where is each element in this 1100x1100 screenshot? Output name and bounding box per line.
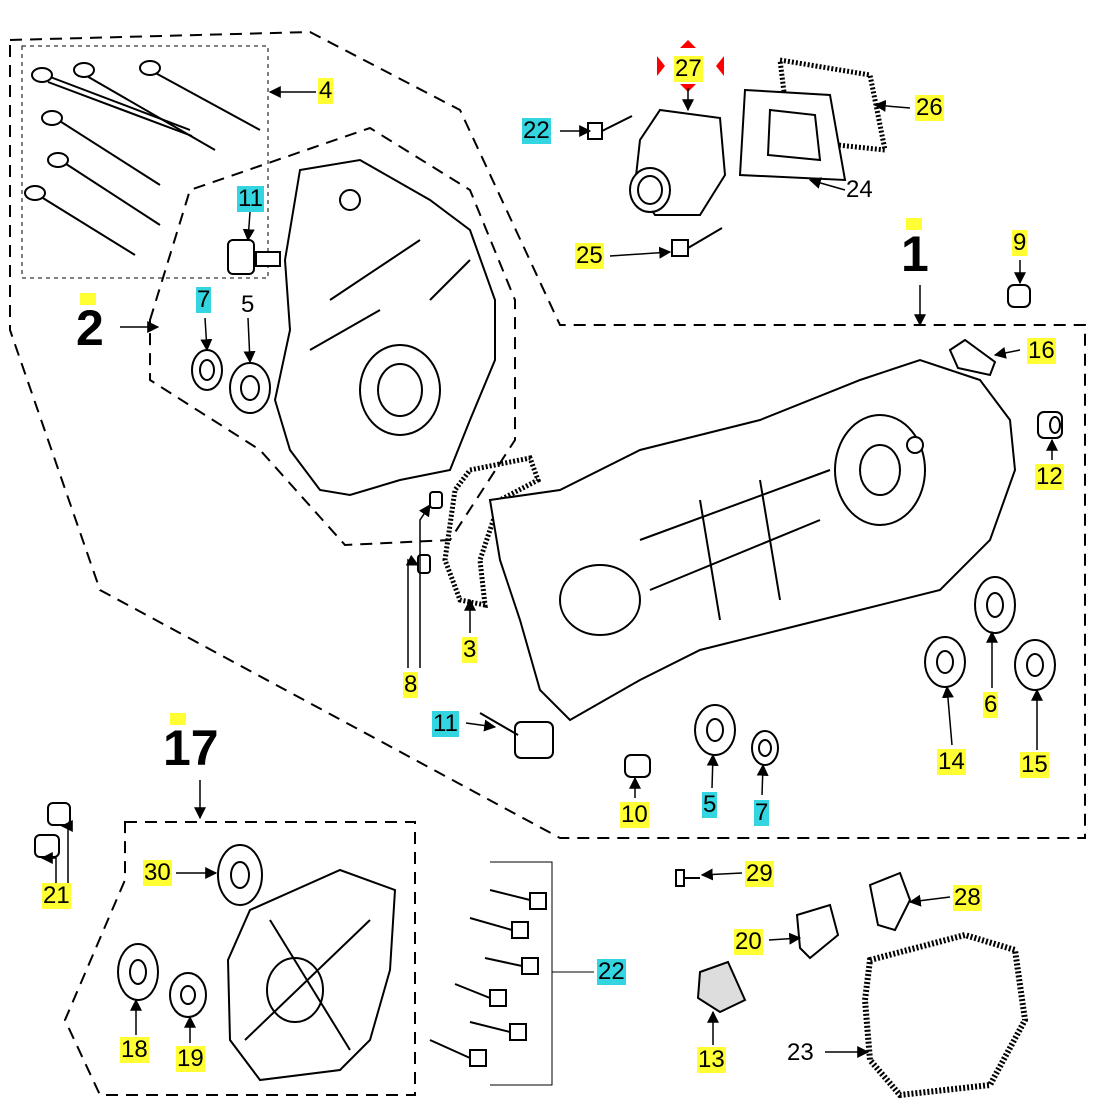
seal-ring-icon — [169, 972, 207, 1018]
callout-7-upper: 7 — [196, 286, 212, 313]
ball-bearing-icon — [924, 636, 966, 688]
crankcase-gasket-icon — [442, 455, 542, 609]
callout-23: 23 — [787, 1039, 814, 1066]
group-17-boundary — [63, 821, 416, 1096]
callout-26: 26 — [915, 94, 944, 121]
intake-gasket-icon — [777, 56, 889, 153]
callout-14: 14 — [937, 748, 966, 775]
ball-bearing-icon — [694, 704, 736, 756]
callout-28: 28 — [953, 884, 982, 911]
callout-22-lower: 22 — [597, 958, 626, 985]
callout-3: 3 — [462, 636, 478, 663]
ball-bearing-icon — [117, 943, 159, 1001]
callout-11-upper: 11 — [237, 185, 264, 212]
group-22-bracket — [490, 861, 594, 1086]
callout-22-upper: 22 — [522, 117, 551, 144]
sensor-icon — [948, 338, 997, 377]
callout-10: 10 — [620, 801, 649, 828]
seal-ring-icon — [751, 730, 779, 766]
screw-icon — [587, 115, 633, 140]
highlight-tab — [170, 713, 186, 725]
highlight-tab — [906, 218, 922, 230]
screws-set-icon — [429, 889, 547, 1067]
callout-5-lower: 5 — [702, 791, 718, 818]
callout-21: 21 — [42, 882, 71, 909]
group-2-boundary — [9, 30, 1086, 839]
intake-manifold-icon — [629, 108, 727, 216]
bushing-icon — [1037, 411, 1063, 439]
callout-25: 25 — [575, 242, 604, 269]
dowel-pins-icon — [417, 491, 443, 574]
callout-7-lower: 7 — [754, 799, 770, 826]
rubber-block-icon — [696, 960, 747, 1014]
callout-12: 12 — [1035, 463, 1064, 490]
ball-bearing-icon — [229, 362, 271, 414]
callout-9: 9 — [1012, 229, 1028, 256]
callout-20: 20 — [734, 928, 763, 955]
transmission-cover-icon — [226, 868, 397, 1082]
callout-1: 1 — [901, 226, 929, 282]
callout-15: 15 — [1020, 751, 1049, 778]
group-4-boundary — [21, 45, 269, 279]
callout-18: 18 — [120, 1036, 149, 1063]
callout-19: 19 — [176, 1045, 205, 1072]
cover-cap-icon — [795, 903, 840, 960]
callout-17: 17 — [163, 720, 219, 776]
small-screw-icon — [675, 869, 700, 887]
plug-icon — [1007, 284, 1031, 308]
silent-block-icon — [227, 239, 281, 275]
callout-29: 29 — [745, 860, 774, 887]
callout-30: 30 — [143, 859, 172, 886]
callout-24: 24 — [846, 176, 873, 203]
callout-4: 4 — [318, 77, 334, 104]
ball-bearing-icon — [974, 576, 1016, 634]
highlight-tab — [80, 293, 96, 305]
long-bolts-icon — [24, 60, 261, 256]
group-2-inner-boundary — [149, 126, 516, 547]
bolt-icon — [671, 227, 723, 257]
callout-2: 2 — [76, 300, 104, 356]
right-crankcase-icon — [488, 358, 1017, 722]
ball-bearing-icon — [1014, 639, 1056, 691]
callout-6: 6 — [983, 691, 999, 718]
callout-13: 13 — [697, 1046, 726, 1073]
callout-16: 16 — [1027, 337, 1056, 364]
seal-ring-icon — [191, 349, 223, 391]
callout-8: 8 — [403, 671, 419, 698]
callout-11-lower: 11 — [432, 710, 459, 737]
left-crankcase-half-icon — [273, 158, 496, 497]
callout-27: 27 — [674, 55, 703, 82]
ball-bearing-icon — [217, 844, 263, 906]
callout-5-upper: 5 — [241, 291, 255, 318]
bushing-icon — [624, 754, 651, 778]
cover-gasket-icon — [861, 931, 1029, 1099]
dowel-pins-icon — [34, 802, 71, 858]
clip-icon — [868, 871, 912, 932]
silent-block-icon — [479, 712, 554, 759]
